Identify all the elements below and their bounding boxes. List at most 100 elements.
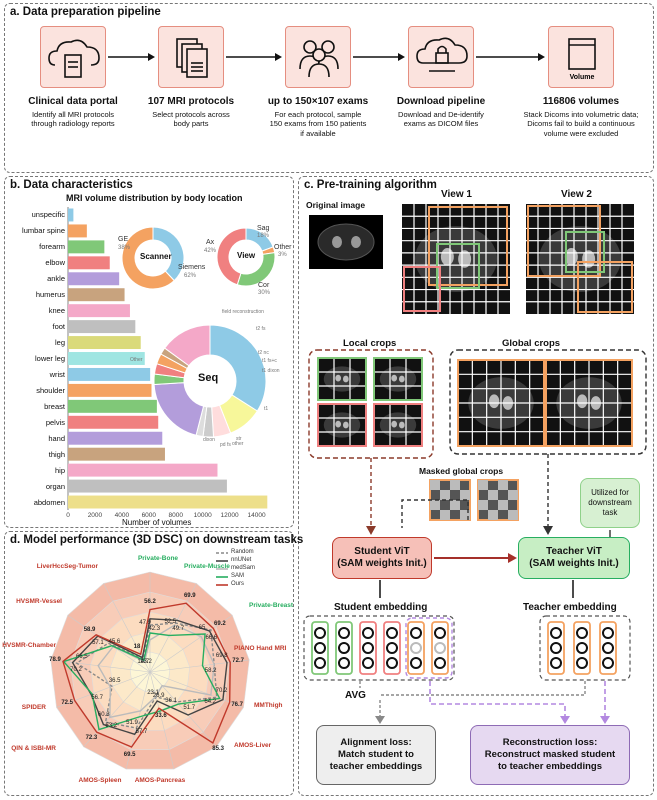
radar-axis-label: HVSMR-Vessel	[16, 598, 62, 605]
pie-label: Other	[130, 357, 143, 363]
radar-value-label: 72.7	[232, 658, 244, 665]
radar-value-label: 69.5	[123, 751, 136, 758]
local-crop	[318, 404, 366, 446]
bar-category-label: lower leg	[34, 354, 65, 363]
radar-value-label: 52.5	[164, 618, 177, 625]
radar-value-label: 36.5	[108, 678, 121, 685]
pipeline-step-box: Volume	[548, 26, 614, 88]
bar	[68, 256, 110, 270]
global-crop	[546, 360, 632, 446]
bar-category-label: abdomen	[33, 497, 65, 507]
radar-axis-label: PIANO Hand MRI	[234, 645, 287, 652]
x-tick-label: 8000	[168, 512, 183, 519]
bar-category-label: elbow	[45, 258, 65, 268]
radar-series-ours	[62, 602, 231, 748]
radar-value-label: 42.3	[148, 626, 161, 633]
pipeline-step-title: 107 MRI protocols	[147, 96, 235, 107]
x-tick-label: 14000	[247, 512, 266, 519]
original-image-label: Original image	[306, 200, 366, 210]
student-embedding-label: Student embedding	[334, 602, 428, 613]
pie-label: 38%	[118, 245, 131, 251]
radar-value-label: 36.1	[165, 698, 177, 705]
pie-label: Ax	[206, 239, 215, 246]
radar-value-label: 63.2	[105, 722, 118, 729]
radar-value-label: 70.2	[70, 667, 82, 674]
radar-value-label: 66.5	[75, 653, 88, 660]
radar-value-label: 64.2	[204, 699, 217, 706]
x-tick-label: 12000	[220, 512, 239, 519]
scanner-pie-label: Scanner	[140, 252, 172, 261]
pie-label: pd fs	[220, 442, 231, 448]
view2-label: View 2	[561, 189, 592, 200]
cloud-lock-icon	[416, 37, 468, 72]
volume-icon: Volume	[568, 38, 596, 81]
bar-category-label: forearm	[39, 242, 65, 252]
radar-value-label: 57.1	[92, 640, 104, 647]
bar	[68, 415, 159, 429]
bar	[68, 463, 218, 477]
radar-axis-label: MMThigh	[254, 702, 283, 709]
panel-a-title: a. Data preparation pipeline	[10, 6, 161, 18]
pie-label: dixon	[203, 437, 215, 443]
bar	[68, 399, 157, 413]
pipeline-step-title: 116806 volumes	[542, 96, 620, 107]
pipeline-step-title: Clinical data portal	[28, 96, 118, 107]
radar-axis-label: SPIDER	[21, 704, 46, 711]
pie-label: t1 fs+c	[262, 358, 277, 364]
radar-axis-label: HVSMR-Chamber	[2, 642, 56, 649]
embedding-column	[431, 621, 449, 675]
student-vit-box: Student ViT(SAM weights Init.)	[332, 537, 432, 579]
bar	[68, 383, 152, 397]
embedding-column	[407, 621, 425, 675]
radar-value-label: 23.1	[147, 690, 159, 697]
bar-category-label: humerus	[35, 290, 65, 300]
radar-value-label: 49.7	[172, 626, 185, 633]
radar-value-label: 69.2	[214, 620, 226, 627]
radar-axis-label: AMOS-Liver	[234, 742, 272, 749]
radar-value-label: 60.3	[97, 711, 110, 718]
bar	[68, 352, 145, 365]
embedding-column	[383, 621, 401, 675]
masked-crops-label: Masked global crops	[419, 466, 504, 476]
pipeline-step-box	[158, 26, 224, 88]
radar-value-label: 72.3	[85, 735, 98, 742]
radar-value-label: 70.2	[215, 688, 228, 695]
radar-axis-label: Private-Breast	[249, 602, 294, 609]
radar-axis-label: Private-Bone	[137, 555, 179, 562]
legend-label: SAM	[231, 573, 245, 579]
bar-category-label: leg	[54, 338, 65, 348]
panel-b-title: b. Data characteristics	[10, 179, 133, 191]
local-crop	[318, 358, 366, 400]
cloud-document-icon	[48, 39, 100, 78]
x-tick-label: 2000	[87, 512, 103, 519]
radar-axis-label: AMOS-Pancreas	[134, 777, 186, 784]
documents-icon	[176, 38, 208, 78]
pie-label: GE	[118, 236, 129, 243]
patients-icon	[299, 40, 339, 78]
radar-axis-label: Private-Muscle	[184, 563, 230, 570]
bar	[68, 336, 141, 350]
radar-value-label: 51.9	[126, 719, 138, 726]
radar-value-label: 85.3	[212, 745, 224, 752]
radar-value-label: 57.7	[135, 728, 148, 735]
radar-value-label: 66.6	[205, 635, 218, 642]
radar-value-label: 26.9	[152, 693, 165, 700]
embedding-column	[573, 621, 591, 675]
radar-series-sam	[62, 632, 221, 731]
bar-category-label: foot	[52, 322, 65, 332]
pie-label: 3%	[278, 252, 287, 258]
radar-value-label: 69.9	[183, 593, 196, 600]
pipeline-step-box	[40, 26, 106, 88]
radar-value-label: 69.8	[215, 652, 228, 659]
masked-global-crop	[477, 479, 519, 521]
x-tick-label: 6000	[141, 512, 157, 519]
radar-value-label: 51.7	[183, 705, 196, 712]
bar-category-label: ankle	[47, 274, 65, 284]
global-crops-label: Global crops	[500, 338, 563, 349]
panel-c-title: c. Pre-training algorithm	[304, 179, 437, 191]
bar-category-label: thigh	[48, 449, 65, 459]
